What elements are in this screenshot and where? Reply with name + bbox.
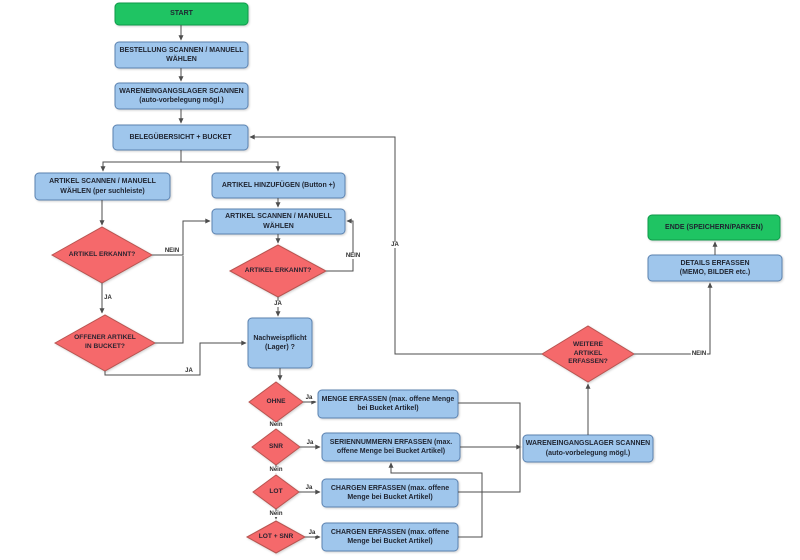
edge-beleg-scanleft	[100, 150, 182, 172]
node-nachweispflicht-lager	[247, 317, 313, 369]
node-artikel-erkannt-mitte	[228, 244, 328, 298]
edge-erkanntleft-nein-scanmid	[152, 218, 211, 256]
edge-menge-merge	[458, 402, 521, 446]
node-offener-artikel-in-bucket	[53, 314, 157, 372]
node-ende	[647, 214, 781, 241]
node-lot	[252, 474, 300, 510]
edge-chargen1-merge	[458, 448, 521, 493]
node-artikel-scannen-suchleiste	[34, 172, 171, 201]
node-bestellung-scannen	[114, 41, 249, 69]
node-details-erfassen	[647, 254, 783, 282]
edge-weitere-nein-details	[634, 282, 713, 355]
node-chargen-erfassen-2	[321, 522, 459, 552]
node-belegubersicht-bucket	[112, 124, 249, 151]
node-wareneingangslager-scannen-2	[522, 434, 654, 463]
edge-beleg-hinzu	[180, 150, 281, 172]
node-snr	[251, 428, 301, 466]
edge-offener-ja-nachweis	[104, 340, 247, 376]
node-artikel-erkannt-links	[50, 226, 154, 284]
edge-chargen2-serien	[388, 462, 483, 538]
node-weitere-artikel-erfassen	[541, 325, 635, 383]
node-wareneingangslager-scannen-1	[114, 82, 249, 110]
node-seriennummern-erfassen	[321, 432, 461, 462]
node-artikel-scannen-manuell	[211, 208, 346, 235]
node-menge-erfassen	[317, 389, 459, 419]
node-artikel-hinzufuegen	[211, 172, 346, 199]
edge-offener-nein-merge	[155, 256, 184, 344]
node-chargen-erfassen-1	[321, 478, 459, 508]
node-lot-snr	[245, 520, 307, 554]
node-start	[114, 2, 249, 26]
edge-erkanntmid-nein-loop	[326, 218, 354, 272]
node-ohne	[248, 381, 304, 423]
